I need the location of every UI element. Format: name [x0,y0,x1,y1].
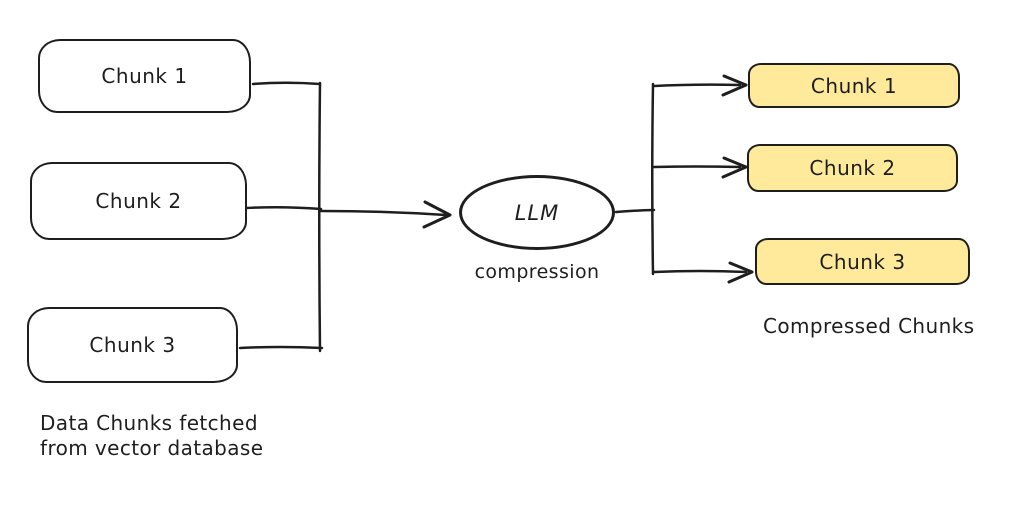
source-chunk-box-1: Chunk 1 [38,39,251,113]
arrow-to-compressed1-shaft [652,83,742,88]
left-bus-line [318,81,322,353]
compressed-chunk-box-3: Chunk 3 [755,238,970,285]
compressed-caption: Compressed Chunks [763,314,975,338]
right-bus-line [651,82,655,276]
source-caption-line-2: from vector database [40,436,264,460]
source-chunk-label-3: Chunk 3 [89,333,176,357]
compressed-chunk-label-2: Chunk 2 [809,156,896,180]
arrow-to-compressed3-shaft [652,269,748,274]
source-chunk-box-2: Chunk 2 [30,162,247,240]
connector-chunk3-to-bus [238,345,324,350]
source-chunk-label-1: Chunk 1 [101,64,188,88]
source-chunk-box-3: Chunk 3 [27,307,238,383]
arrow-to-compressed2-head-icon [721,156,748,179]
compressed-chunk-box-1: Chunk 1 [748,63,960,108]
connector-chunk2-to-bus [244,205,323,211]
compressed-chunk-label-3: Chunk 3 [819,249,906,274]
connector-llm-to-bus [614,208,656,214]
source-chunk-label-2: Chunk 2 [95,189,182,213]
arrow-to-llm-head-icon [422,200,452,229]
compressed-chunk-label-1: Chunk 1 [810,73,898,98]
source-caption-line-1: Data Chunks fetched [40,411,258,435]
arrow-to-compressed2-shaft [652,165,742,169]
arrow-to-compressed1-head-icon [721,74,748,97]
source-caption: Data Chunks fetched from vector database [40,411,263,461]
connector-chunk1-to-bus [251,81,322,86]
llm-label: LLM [514,200,560,225]
arrow-to-compressed3-head-icon [727,261,754,284]
arrow-to-llm-shaft [319,209,448,217]
llm-ellipse: LLM [459,175,615,250]
compressed-chunk-box-2: Chunk 2 [747,144,958,192]
process-caption: compression [474,261,600,283]
